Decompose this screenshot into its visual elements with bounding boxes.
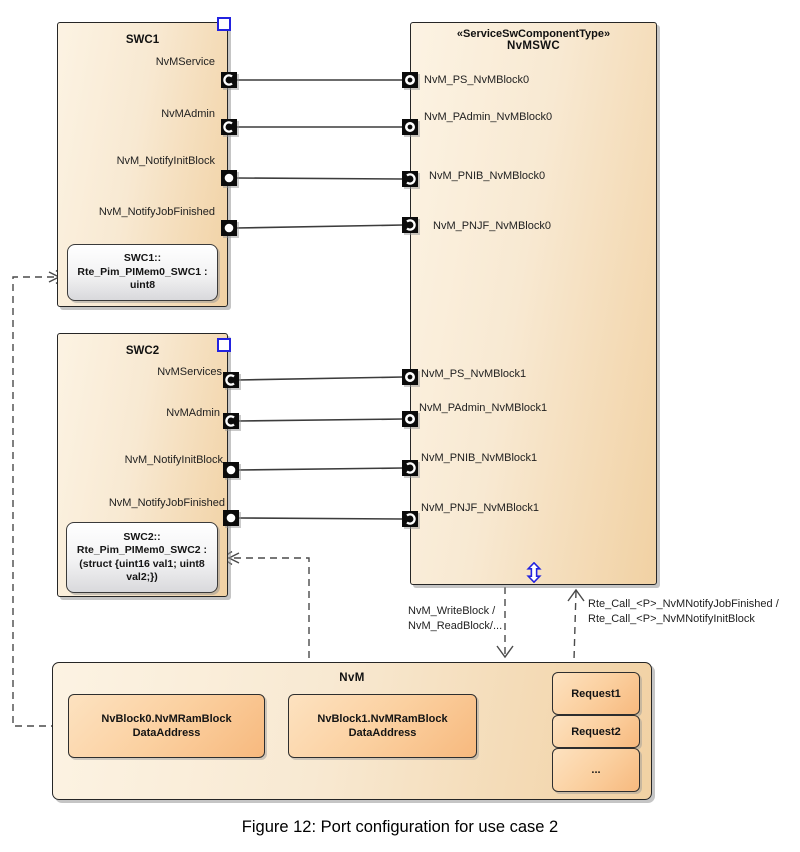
nvmswc-port-label: NvM_PAdmin_NvMBlock1 [419, 402, 548, 414]
swc1-port-label: NvMAdmin [161, 108, 215, 120]
nvmswc-port-label: NvM_PNIB_NvMBlock1 [421, 452, 538, 464]
swc2-port-nvmservices [223, 372, 239, 388]
nvblock0-box: NvBlock0.NvMRamBlock DataAddress [68, 694, 265, 758]
request-more-box: ... [552, 748, 640, 792]
swc1-port-nvmadmin [221, 119, 237, 135]
assembly-connectors-swc1 [235, 79, 404, 229]
require-socket-icon [406, 513, 416, 525]
provide-ball-icon [224, 173, 234, 183]
provide-ring-icon [405, 414, 416, 425]
request-more-label: ... [591, 764, 601, 776]
swc2-pim-line: SWC2:: [123, 530, 161, 543]
nvmswc-component: «ServiceSwComponentType» NvMSWC [410, 22, 657, 585]
rte-call-edge-label: Rte_Call_<P>_NvMNotifyJobFinished / Rte_… [588, 598, 779, 625]
request1-box: Request1 [552, 672, 640, 715]
assembly-connectors-swc2 [237, 376, 404, 520]
nvmswc-port-nvm-ps-nvmblock1 [402, 369, 418, 385]
swc2-pim-line: val2;}) [126, 571, 158, 583]
figure-caption: Figure 12: Port configuration for use ca… [241, 818, 559, 836]
swc2-port-label: NvM_NotifyJobFinished [108, 497, 225, 509]
provide-ring-icon [405, 372, 416, 383]
request2-label: Request2 [571, 725, 621, 738]
dependency-nvm-to-nvmswc [567, 588, 585, 661]
nvmswc-port-label: NvM_PNJF_NvMBlock0 [433, 220, 551, 232]
nvmswc-port-label: NvM_PNIB_NvMBlock0 [429, 170, 546, 182]
write-read-edge-label: NvM_WriteBlock / NvM_ReadBlock/... [408, 605, 503, 632]
swc2-port-nvm-notifyjobfinished [223, 510, 239, 526]
nvmswc-port-label: NvM_PNJF_NvMBlock1 [421, 502, 539, 514]
require-socket-icon [406, 219, 416, 231]
nvmswc-port-nvm-ps-nvmblock0 [402, 72, 418, 88]
nvblock1-line: DataAddress [348, 727, 417, 739]
swc1-pim-line: Rte_Pim_PIMem0_SWC1 : [77, 265, 208, 278]
nvblock0-line: DataAddress [132, 727, 201, 739]
nvmswc-port-nvm-padmin-nvmblock1 [402, 411, 418, 427]
request1-label: Request1 [571, 687, 621, 700]
nvmswc-port-nvm-pnib-nvmblock1 [402, 460, 418, 476]
provide-ring-icon [405, 122, 416, 133]
swc1-corner-icon [217, 17, 231, 31]
swc2-pim-box: SWC2:: Rte_Pim_PIMem0_SWC2 : (struct {ui… [66, 522, 218, 593]
nvmswc-port-nvm-pnjf-nvmblock1 [402, 511, 418, 527]
nvmswc-stereotype: «ServiceSwComponentType» [456, 28, 611, 40]
swc2-port-nvm-notifyinitblock [223, 462, 239, 478]
swc2-title: SWC2 [125, 345, 160, 357]
swc1-title: SWC1 [125, 34, 160, 46]
swc2-port-label: NvM_NotifyInitBlock [124, 454, 223, 466]
swc1-pim-line: uint8 [129, 279, 156, 292]
nvmswc-port-nvm-padmin-nvmblock0 [402, 119, 418, 135]
require-socket-icon [223, 121, 233, 133]
nvblock0-line: NvBlock0.NvMRamBlock [101, 713, 232, 725]
nvmswc-port-label: NvM_PS_NvMBlock0 [424, 74, 530, 86]
nvmswc-port-nvm-pnjf-nvmblock0 [402, 217, 418, 233]
nvmswc-port-nvm-pnib-nvmblock0 [402, 171, 418, 187]
swc1-port-nvm-notifyjobfinished [221, 220, 237, 236]
provide-ring-icon [405, 75, 416, 86]
nvm-title: NvM [339, 672, 365, 684]
nvmswc-port-label: NvM_PAdmin_NvMBlock0 [424, 111, 553, 123]
swc1-pim-box: SWC1:: Rte_Pim_PIMem0_SWC1 : uint8 [67, 244, 218, 301]
require-socket-icon [406, 462, 416, 474]
swc1-port-label: NvM_NotifyJobFinished [98, 206, 215, 218]
request2-box: Request2 [552, 715, 640, 748]
swc1-pim-line: SWC1:: [123, 252, 162, 265]
require-socket-icon [223, 74, 233, 86]
swc1-port-nvm-notifyinitblock [221, 170, 237, 186]
swc2-port-label: NvMServices [157, 366, 222, 378]
require-socket-icon [406, 173, 416, 185]
swc1-port-nvmservice [221, 72, 237, 88]
nvblock1-box: NvBlock1.NvMRamBlock DataAddress [288, 694, 477, 758]
updown-arrow-icon [526, 562, 542, 583]
swc1-port-label: NvM_NotifyInitBlock [116, 155, 215, 167]
nvmswc-title: NvMSWC [507, 40, 560, 52]
provide-ball-icon [224, 223, 234, 233]
require-socket-icon [225, 374, 235, 386]
nvblock1-line: NvBlock1.NvMRamBlock [317, 713, 448, 725]
nvmswc-port-label: NvM_PS_NvMBlock1 [421, 368, 527, 380]
swc2-pim-line: (struct {uint16 val1; uint8 [79, 557, 205, 570]
swc2-pim-line: Rte_Pim_PIMem0_SWC2 : [76, 544, 208, 556]
provide-ball-icon [226, 513, 236, 523]
provide-ball-icon [226, 465, 236, 475]
require-socket-icon [225, 415, 235, 427]
swc2-corner-icon [217, 338, 231, 352]
swc2-port-nvmadmin [223, 413, 239, 429]
swc1-port-label: NvMService [155, 56, 215, 68]
swc2-port-label: NvMAdmin [166, 407, 220, 419]
